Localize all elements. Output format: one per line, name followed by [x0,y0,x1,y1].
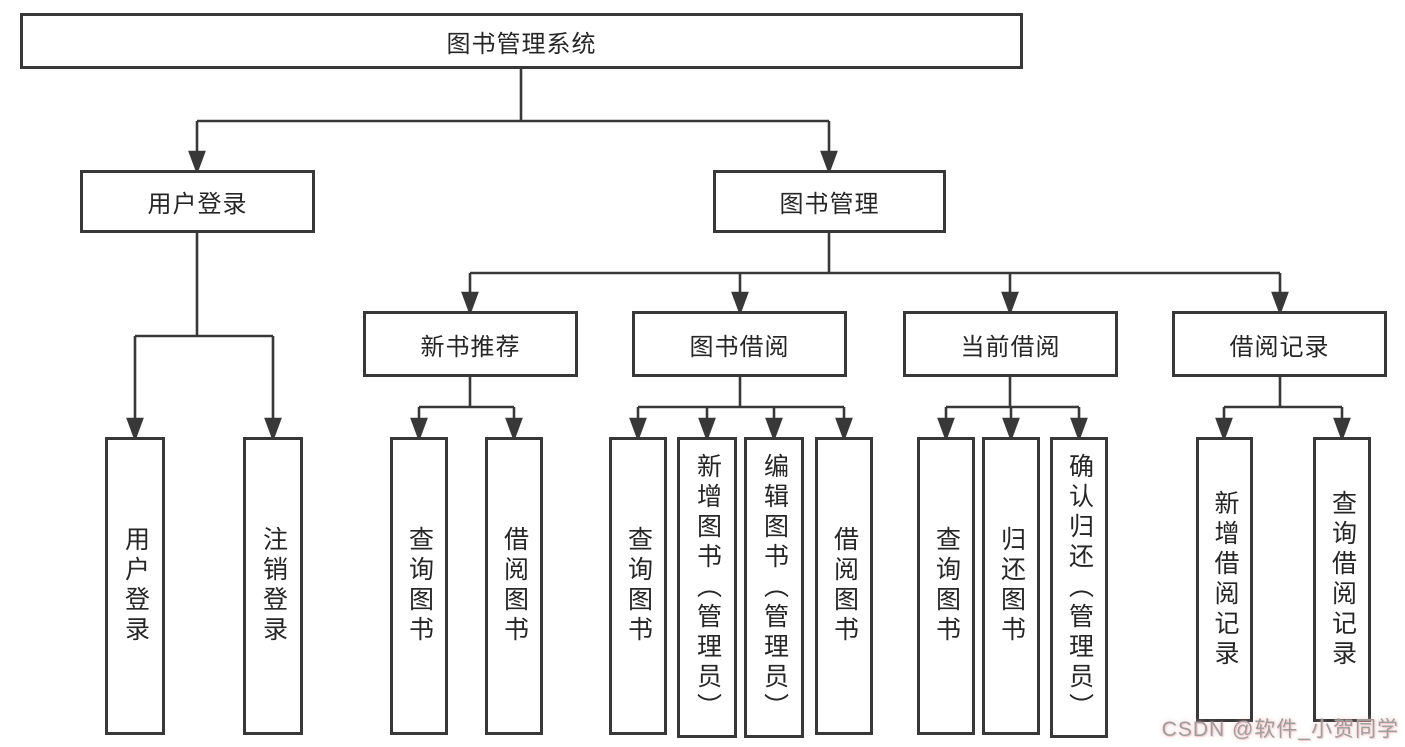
connector-current-borrow-branch [937,377,1088,442]
arrowhead [698,417,716,442]
leaf-query-books-recommend: 查询图书 [390,437,448,735]
connector-borrow-records-branch [1215,377,1351,442]
arrowhead [461,291,479,316]
arrowhead [188,150,206,175]
arrowhead [1215,417,1233,442]
connector-user-login-branch [126,233,282,442]
leaf-confirm-return-admin: 确认归还（管理员） [1050,437,1108,738]
node-root-library-system: 图书管理系统 [20,13,1023,69]
arrowhead [937,417,955,442]
node-user-login: 用户登录 [80,170,315,233]
arrowhead [126,417,144,442]
leaf-add-books-admin: 新增图书（管理员） [677,437,737,738]
arrowhead [264,417,282,442]
leaf-return-books: 归还图书 [982,437,1040,735]
leaf-query-borrow-record: 查询借阅记录 [1313,437,1371,722]
leaf-logout: 注销登录 [243,437,303,735]
connector-book-borrow-branch [629,377,853,442]
arrowhead [1002,417,1020,442]
node-borrow-records: 借阅记录 [1172,311,1387,377]
arrowhead [1070,417,1088,442]
connector-root-to-level2 [188,68,838,175]
leaf-query-books-current: 查询图书 [917,437,975,735]
leaf-user-login: 用户登录 [105,437,165,735]
connector-new-book-branch [410,377,523,442]
arrowhead [1001,291,1019,316]
arrowhead [629,417,647,442]
node-book-borrow: 图书借阅 [632,311,847,377]
arrowhead [1333,417,1351,442]
arrowhead [820,150,838,175]
arrowhead [731,291,749,316]
leaf-borrow-books-recommend: 借阅图书 [485,437,543,735]
arrowhead [410,417,428,442]
leaf-edit-books-admin: 编辑图书（管理员） [744,437,804,738]
node-book-management: 图书管理 [713,170,946,233]
csdn-watermark: CSDN @软件_小贺同学 [1161,718,1399,741]
arrowhead [1271,291,1289,316]
arrowhead [835,417,853,442]
arrowhead [505,417,523,442]
leaf-add-borrow-record: 新增借阅记录 [1196,437,1253,722]
node-current-borrow: 当前借阅 [903,311,1118,377]
arrowhead [765,417,783,442]
node-new-book-recommend: 新书推荐 [363,311,578,377]
leaf-borrow-books: 借阅图书 [815,437,873,735]
connector-book-management-branch [461,233,1289,316]
leaf-query-books-borrow: 查询图书 [609,437,667,735]
